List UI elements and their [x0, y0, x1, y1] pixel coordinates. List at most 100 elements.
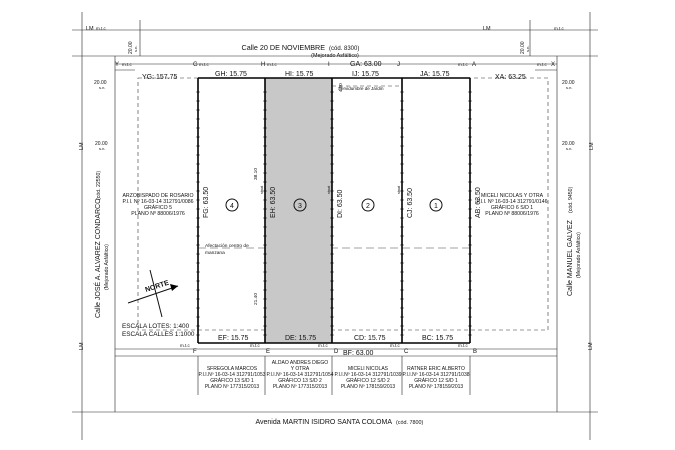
mtc-top-left: m.t.c [96, 26, 106, 31]
lm-top-right: LM [483, 26, 491, 32]
dim-de: DE: 15.75 [285, 335, 316, 342]
street-width-left-upper: 20.00 [94, 80, 107, 86]
scale-lots: ESCALA LOTES: 1:400 [122, 323, 190, 330]
mtc-g: m.t.c [199, 62, 209, 67]
top-street-code: (cód. 8300) [329, 46, 359, 52]
sn-right-mid: s.n. [566, 146, 572, 151]
mtc-y: m.t.c [122, 62, 132, 67]
mtc-a: m.t.c [458, 62, 468, 67]
bottom-owner-2: ALDAO ANDRES DIEGO Y OTRA P.I.I.Nº 16-03… [266, 360, 333, 390]
lot-number-1: 1 [429, 198, 443, 212]
mtc-x: m.t.c [537, 62, 547, 67]
bottom-owner-1-line4: PLANO Nº 177315/2013 [205, 384, 260, 390]
dim-ef: EF: 15.75 [218, 335, 248, 342]
afectacion-note-2: manzana [205, 251, 225, 256]
dim-cd: CD: 15.75 [354, 335, 386, 342]
dim-gh: GH: 15.75 [215, 71, 247, 78]
street-lines [72, 12, 598, 440]
owner-left-line4: PLANO Nº 88006/1976 [131, 211, 185, 217]
dim-fg: FG: 63.50 [203, 187, 210, 218]
owner-right-line2: P.I.I. Nº 16-03-14 312791/0146 [476, 199, 547, 205]
vertex-i: I [328, 62, 330, 68]
owner-left: ARZOBISPADO DE ROSARIO P.I.I. Nº 16-03-1… [122, 193, 193, 217]
bottom-owner-1-line3: GRÁFICO 13 S/D 1 [210, 377, 254, 384]
lot-number-1-text: 1 [434, 203, 438, 210]
bottom-owner-3-line3: GRÁFICO 12 S/D 2 [346, 377, 390, 384]
strut-label-1: stnat [260, 185, 264, 194]
boundary-ticks [196, 91, 472, 336]
street-width-left-mid: 20.00 [95, 141, 108, 147]
lot-boundaries [197, 77, 471, 344]
bottom-owner-dividers [197, 356, 471, 395]
lot-number-4-text: 4 [230, 203, 234, 210]
mtc-e: m.t.c [250, 343, 260, 348]
vertex-c: C [404, 349, 409, 355]
mtc-c: m.t.c [390, 343, 400, 348]
right-street-name: Calle MANUEL GALVEZ [567, 219, 574, 296]
servidumbre-note: Servidumbre de Jardín [338, 86, 384, 91]
street-width-top-right: 20.00 [520, 41, 526, 54]
bottom-owner-2-line2: Y OTRA [291, 366, 310, 372]
vertex-j: J [397, 62, 400, 68]
right-street-paving: (Mejorado Asfáltico) [576, 232, 582, 278]
mtc-top-right: m.t.c [554, 26, 564, 31]
dim-di: DI: 63.50 [337, 189, 344, 218]
left-street-name: Calle JOSÉ A. ALVAREZ CONDARCO [93, 198, 102, 318]
bottom-owner-2-line1: ALDAO ANDRES DIEGO [272, 360, 329, 366]
street-width-right-mid: 20.00 [562, 141, 575, 147]
strut-label-2: stnat [327, 185, 331, 194]
top-street-name: Calle 20 DE NOVIEMBRE [242, 43, 326, 52]
mtc-b: m.t.c [458, 343, 468, 348]
north-arrow: NORTE [127, 269, 179, 318]
dim-bf: BF: 63.00 [343, 350, 373, 357]
bottom-owner-3-line4: PLANO Nº 178159/2013 [341, 384, 396, 390]
north-label: NORTE [144, 280, 170, 294]
vertex-g: G [193, 62, 198, 68]
vertex-x: X [551, 62, 555, 68]
sn-left-upper: s.n. [99, 85, 105, 90]
bottom-street-name: Avenida MARTIN ISIDRO SANTA COLOMA [255, 419, 392, 426]
mtc-h: m.t.c [267, 62, 277, 67]
street-width-right-upper: 20.00 [562, 80, 575, 86]
dim-upper: 38.10 [253, 168, 259, 180]
dim-eh: EH: 63.50 [270, 187, 277, 218]
dim-cj: CJ: 63.50 [407, 188, 414, 218]
dim-ab: AB: 63.50 [475, 187, 482, 218]
owner-right-line4: PLANO Nº 88006/1976 [485, 211, 539, 217]
dim-ga: GA: 63.00 [350, 61, 382, 68]
sn-right-upper: s.n. [566, 85, 572, 90]
owner-right-line3: GRÁFICO 6 S/D 1 [491, 204, 533, 211]
bottom-owner-3-line1: MICELI NICOLAS [348, 366, 389, 372]
owner-left-line2: P.I.I. Nº 16-03-14 312791/0086 [122, 199, 193, 205]
dim-xa: XA: 63.25 [495, 74, 526, 81]
vertex-a: A [472, 62, 476, 68]
lm-right: LM [589, 142, 595, 150]
bottom-owner-4-line4: PLANO Nº 178159/2013 [409, 384, 464, 390]
bottom-owner-4-line1: RATNER ERIC ALBERTO [407, 366, 465, 372]
bottom-owner-1-line1: SFREGOLA MARCOS [207, 366, 258, 372]
dim-ij: IJ: 15.75 [352, 71, 379, 78]
mtc-d: m.t.c [318, 343, 328, 348]
bottom-owner-1: SFREGOLA MARCOS P.I.I.Nº 16-03-14 312791… [198, 366, 265, 390]
sn-left-mid: s.n. [99, 146, 105, 151]
vertex-f: F [193, 349, 197, 355]
bottom-owner-3-line2: P.I.I.Nº 16-03-14 312791/1039 [334, 372, 401, 378]
vertex-e: E [266, 349, 270, 355]
dim-ja: JA: 15.75 [420, 71, 450, 78]
strut-label-3: stnat [397, 185, 401, 194]
dim-yg: YG: 157.75 [142, 74, 178, 81]
left-street-code: (cód. 22550) [96, 171, 102, 200]
bottom-owner-2-line3: P.I.I.Nº 16-03-14 312791/1054 [266, 372, 333, 378]
bottom-owner-4-line3: GRÁFICO 12 S/D 1 [414, 377, 458, 384]
owner-right-line1: MICELI NICOLAS Y OTRA [481, 193, 544, 199]
lot-number-4: 4 [225, 198, 239, 212]
lot-number-2-text: 2 [366, 203, 370, 210]
vertex-d: D [334, 349, 339, 355]
right-street-code: (cód. 9450) [568, 186, 574, 213]
sn-top-right: s.n. [525, 46, 530, 52]
mtc-f: m.t.c [180, 343, 190, 348]
dim-hi: HI: 15.75 [285, 71, 314, 78]
lm-left: LM [79, 142, 85, 150]
afectacion-note-1: Afectación centro de [205, 243, 249, 249]
top-street-paving: (Mejorado Asfáltico) [311, 53, 359, 59]
